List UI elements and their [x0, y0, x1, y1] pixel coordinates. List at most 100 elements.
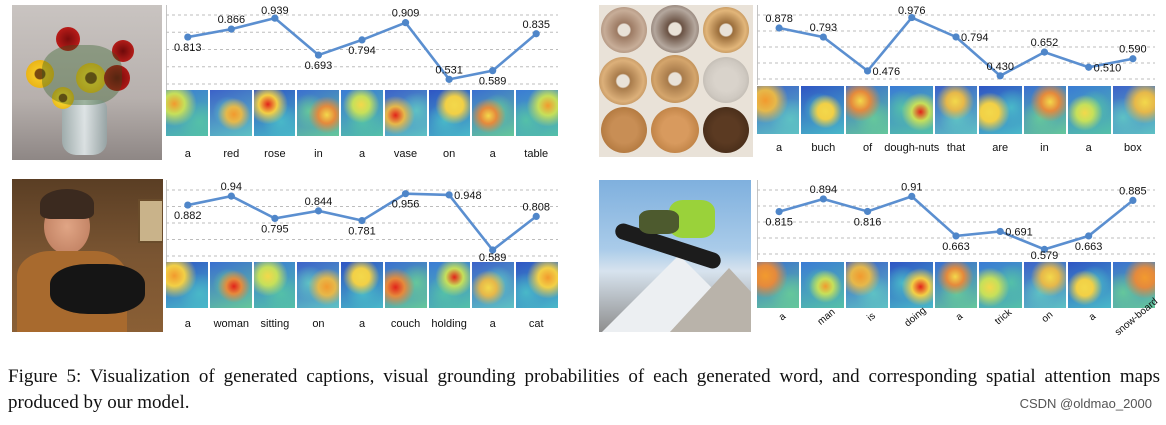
caption-word: a	[1085, 142, 1092, 154]
attention-map	[209, 90, 252, 136]
caption-word: in	[314, 148, 323, 160]
data-point	[819, 195, 827, 203]
doughnut	[651, 55, 699, 103]
caption-word: a	[776, 311, 789, 324]
photo-flowers	[12, 5, 162, 160]
data-point	[271, 14, 279, 22]
data-point	[445, 191, 453, 199]
data-point	[401, 19, 410, 27]
attention-map	[1023, 86, 1067, 134]
attention-map	[1023, 262, 1067, 308]
attention-map	[166, 262, 208, 308]
data-point	[358, 36, 366, 44]
data-label: 0.956	[392, 199, 420, 211]
data-point	[184, 33, 192, 41]
attention-map	[516, 262, 559, 308]
caption-word: vase	[393, 148, 418, 160]
caption-word: dough-nuts	[884, 142, 940, 154]
caption-word: man	[815, 306, 838, 328]
caption-word: a	[1086, 311, 1098, 324]
mountain	[669, 268, 751, 332]
caption-word: is	[864, 310, 878, 324]
attention-map	[845, 86, 889, 134]
data-label: 0.835	[522, 19, 550, 31]
flower-red	[112, 40, 134, 62]
attention-map	[1068, 86, 1111, 134]
attention-map	[472, 90, 515, 136]
doughnut	[599, 57, 647, 105]
data-point	[184, 201, 192, 209]
caption-word: rose	[264, 148, 286, 160]
caption-word: on	[1040, 309, 1056, 326]
data-label: 0.510	[1094, 62, 1122, 74]
attention-map	[1068, 262, 1111, 308]
doughnut	[703, 57, 749, 103]
data-label: 0.94	[221, 181, 242, 193]
data-label: 0.476	[873, 66, 901, 78]
data-label: 0.813	[174, 42, 202, 54]
attention-map	[472, 262, 515, 308]
data-label: 0.815	[765, 217, 793, 229]
caption-word: trick	[993, 307, 1015, 328]
flower-yellow	[26, 60, 54, 88]
data-point	[819, 33, 827, 41]
data-point	[996, 227, 1004, 236]
caption-word: a	[358, 318, 366, 330]
data-label: 0.590	[1119, 44, 1147, 56]
photo-woman-cat	[12, 179, 163, 332]
attention-map	[428, 262, 471, 308]
attention-maps-doughnuts	[757, 86, 1155, 134]
attention-map	[166, 90, 208, 136]
flower-yellow	[76, 63, 106, 93]
data-point	[227, 25, 235, 33]
attention-map	[845, 262, 889, 308]
attention-map	[801, 262, 844, 308]
caption-word: that	[946, 142, 966, 154]
data-label: 0.691	[1005, 226, 1033, 238]
data-point	[1085, 63, 1093, 71]
photo-doughnuts	[599, 5, 753, 157]
caption-word: on	[442, 148, 456, 160]
data-label: 0.531	[435, 64, 463, 76]
data-point	[314, 51, 323, 59]
chart-svg: 0.8780.7930.4760.9760.7940.4300.6520.510…	[756, 5, 1155, 85]
cat	[50, 264, 145, 314]
data-point	[532, 30, 540, 38]
caption-word: a	[184, 318, 191, 330]
data-point	[271, 214, 279, 222]
attention-map	[209, 262, 252, 308]
attention-map	[1112, 262, 1155, 308]
attention-maps-woman-cat	[166, 262, 559, 308]
data-point	[489, 67, 497, 75]
data-point	[445, 75, 453, 83]
data-point	[489, 246, 497, 254]
caption-word: a	[358, 148, 366, 160]
data-label: 0.794	[961, 32, 989, 44]
data-point	[908, 192, 916, 200]
data-label: 0.589	[479, 252, 507, 262]
chart-svg: 0.8150.8940.8160.910.6630.6910.5790.6630…	[756, 180, 1155, 262]
caption-word: table	[524, 148, 549, 160]
data-label: 0.589	[479, 76, 507, 88]
data-point	[532, 212, 540, 220]
attention-map	[428, 90, 471, 136]
attention-map	[757, 86, 800, 134]
doughnut	[651, 5, 699, 53]
attention-map	[297, 262, 340, 308]
attention-map	[341, 262, 383, 308]
data-label: 0.663	[1075, 241, 1103, 253]
doughnut	[703, 7, 749, 53]
doughnut	[651, 107, 699, 153]
data-point	[1040, 245, 1049, 253]
caption-word: couch	[390, 318, 421, 330]
caption-word: on	[312, 318, 325, 330]
vase-shape	[62, 100, 107, 155]
caption-word: a	[489, 318, 496, 330]
data-label: 0.430	[986, 61, 1014, 73]
caption-word: a	[184, 148, 191, 160]
